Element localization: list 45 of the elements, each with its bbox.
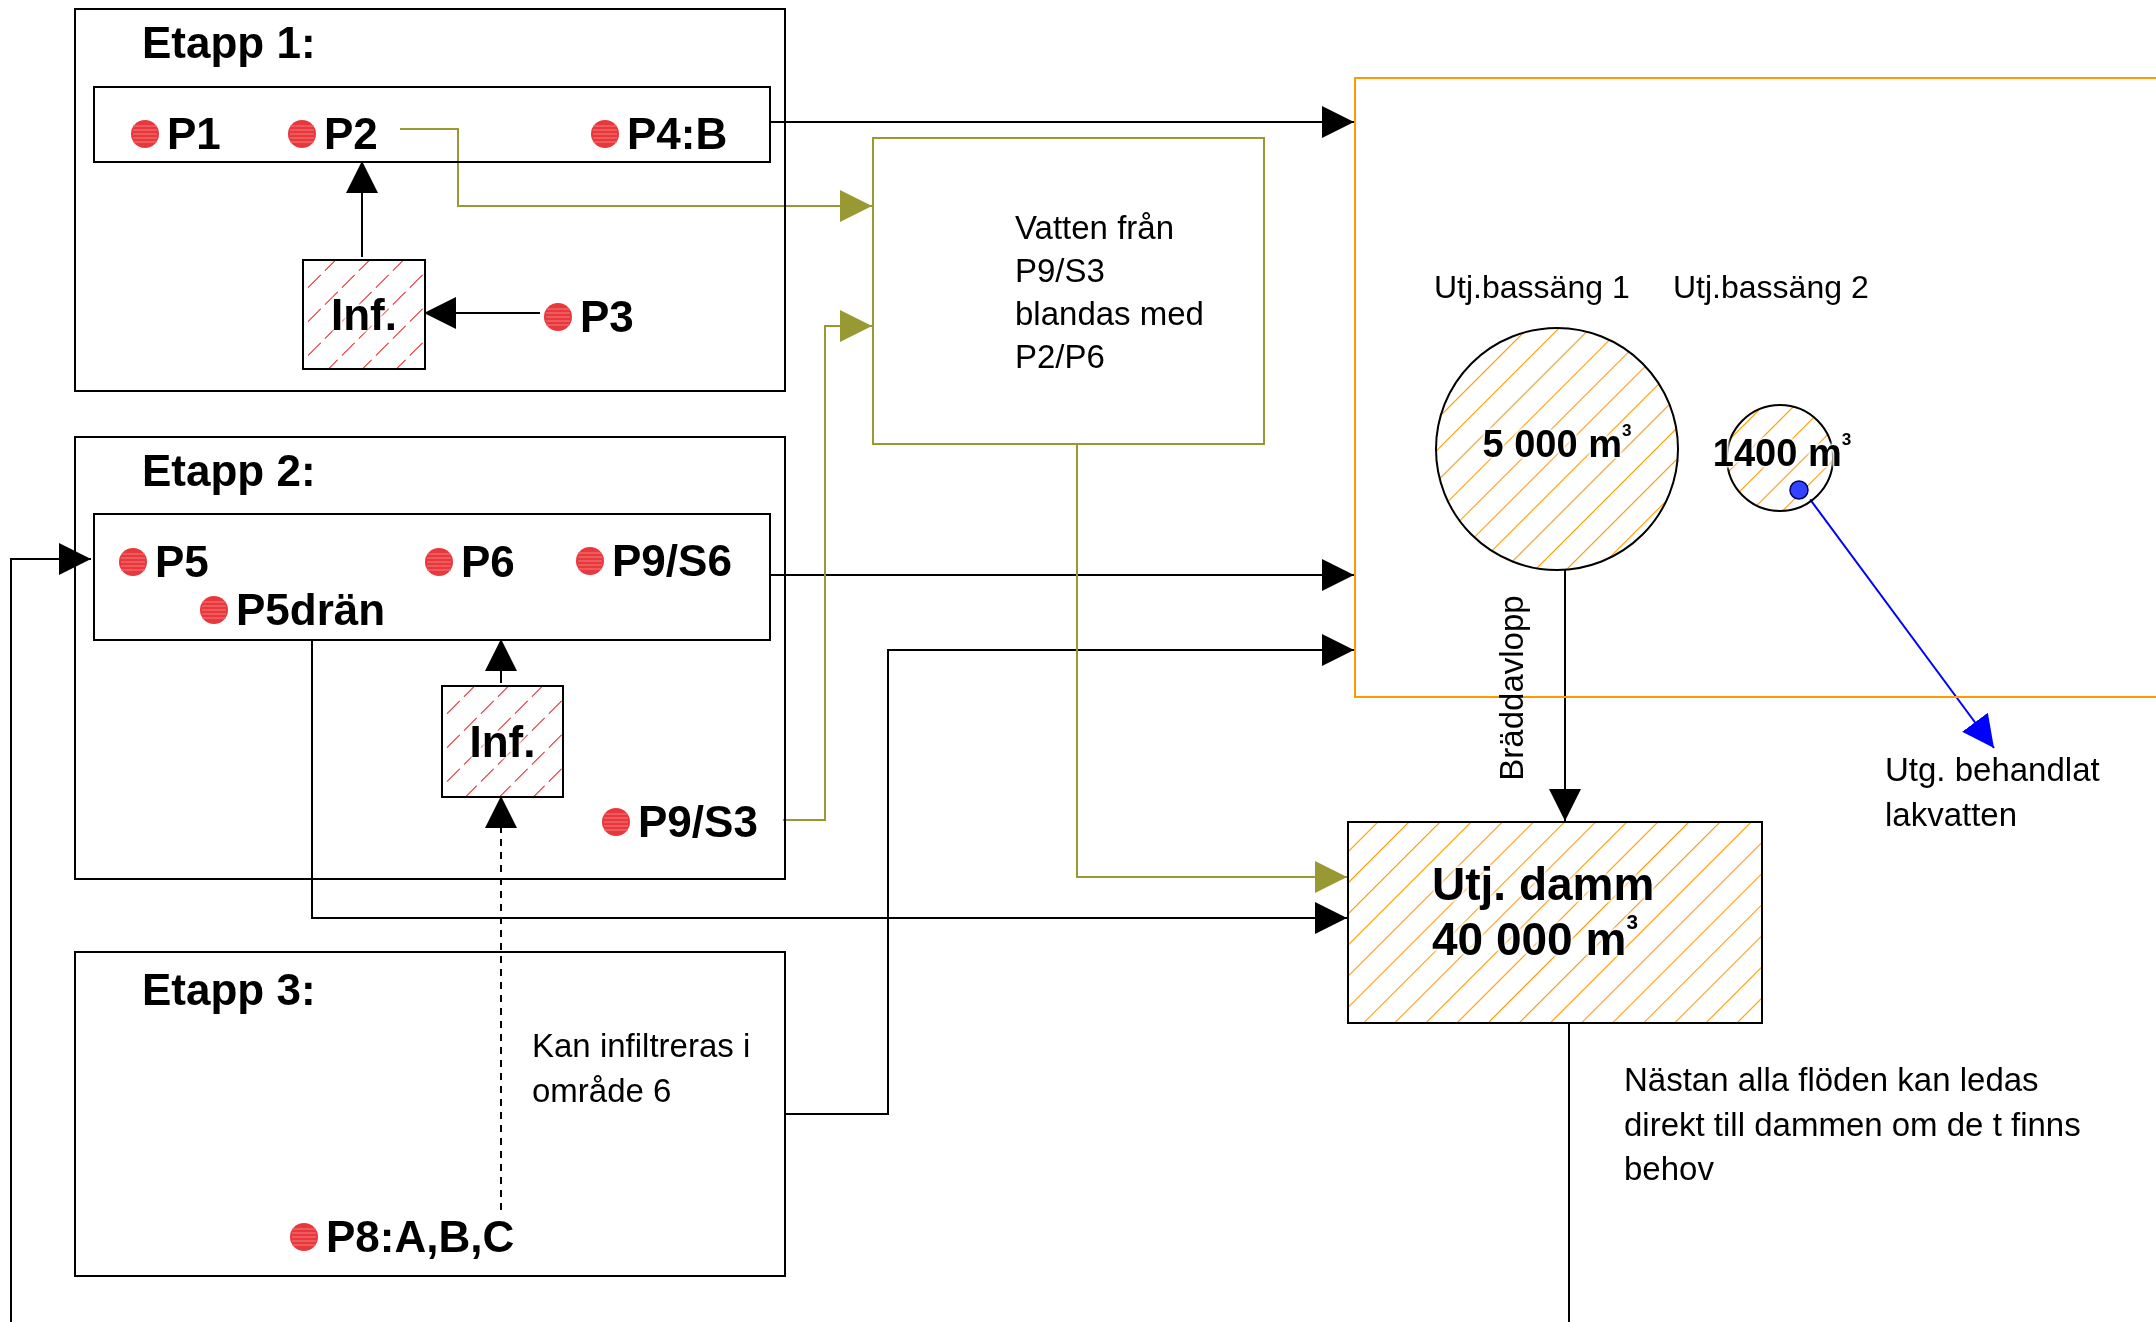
arrow — [1076, 444, 1348, 893]
arrow — [399, 128, 873, 222]
infiltration-box — [441, 685, 564, 798]
arrow — [785, 634, 1355, 1115]
edge-label: Bräddavlopp — [1493, 594, 1531, 781]
arrow — [768, 106, 1355, 138]
box-label: Inf. — [331, 289, 397, 340]
point-label: P4:B — [627, 109, 728, 159]
point-label: P9/S3 — [638, 797, 758, 847]
arrow — [311, 638, 1348, 934]
arrow — [10, 543, 92, 1322]
note-text: Kan infiltreras i område 6 — [532, 1026, 752, 1111]
stage-panel — [74, 436, 786, 880]
stage-panel — [74, 951, 786, 1277]
arrow — [423, 297, 541, 329]
panel-heading: Etapp 1: — [142, 18, 316, 68]
point-label: P8:A,B,C — [326, 1212, 515, 1262]
arrow — [346, 160, 378, 258]
box-label: Inf. — [469, 716, 536, 767]
dashed-arrow — [485, 795, 517, 1211]
arrow — [768, 559, 1355, 591]
point-label: P3 — [580, 292, 634, 342]
point-label: P5 — [155, 537, 209, 587]
panel-heading: Etapp 3: — [142, 965, 316, 1015]
point-group-box — [93, 86, 771, 163]
arrow — [1809, 498, 1995, 749]
point-label: P6 — [461, 537, 515, 587]
infiltration-box — [302, 259, 426, 370]
point-label: P1 — [167, 109, 221, 159]
arrow — [782, 310, 873, 821]
arrow — [485, 638, 517, 684]
note-text: Utg. behandlat lakvatten — [1885, 750, 2101, 835]
point-label: P5drän — [236, 585, 386, 635]
basin-caption: Utj.bassäng 2 — [1673, 268, 1869, 307]
panel-heading: Etapp 2: — [142, 446, 316, 496]
basin-caption: Utj.bassäng 1 — [1434, 268, 1630, 307]
arrow — [1549, 568, 1581, 822]
point-group-box — [93, 513, 771, 641]
note-box — [872, 137, 1265, 445]
note-text: Nästan alla flöden kan ledas direkt till dammen om de t finns behov — [1624, 1060, 2082, 1190]
pond-box — [1347, 821, 1763, 1024]
point-label: P9/S6 — [612, 536, 732, 586]
stage-panel — [74, 8, 786, 392]
note-text: Vatten från P9/S3 blandas med P2/P6 — [1015, 208, 1205, 377]
point-label: P2 — [324, 109, 378, 159]
